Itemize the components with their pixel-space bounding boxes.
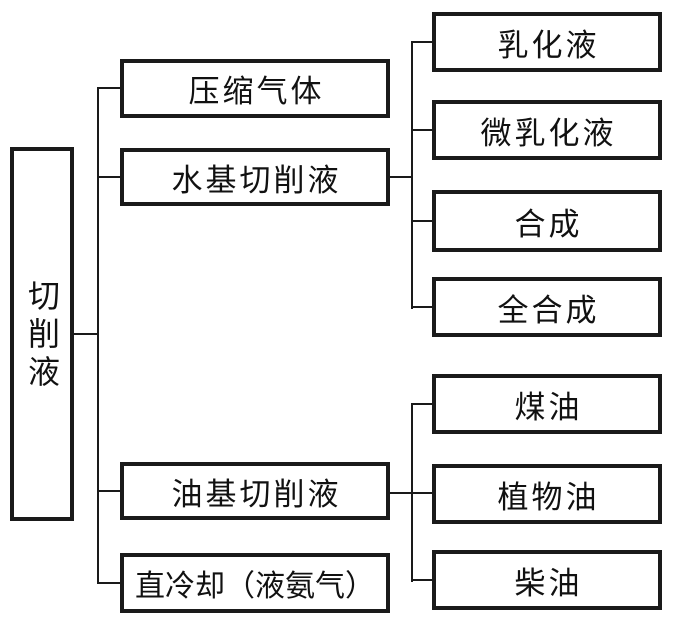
node-full-synthetic-label: 全合成 bbox=[497, 292, 600, 328]
connector-root-stub bbox=[74, 333, 97, 335]
connector-kerosene-stub bbox=[411, 403, 432, 405]
connector-compressed-gas-stub bbox=[97, 87, 120, 89]
node-emulsion: 乳化液 bbox=[432, 12, 662, 72]
connector-microemulsion-stub bbox=[411, 129, 432, 131]
node-direct-cooling-label: 直冷却（液氨气） bbox=[135, 570, 375, 603]
node-compressed-gas-label: 压缩气体 bbox=[188, 74, 325, 109]
node-cutting-fluid: 切削液 bbox=[10, 147, 74, 521]
node-diesel: 柴油 bbox=[432, 550, 662, 610]
node-oil-based-cutting-fluid: 油基切削液 bbox=[120, 462, 390, 520]
connector-water-based-stub bbox=[97, 176, 120, 178]
node-vegetable-oil: 植物油 bbox=[432, 464, 662, 524]
connector-synthetic-stub bbox=[411, 220, 432, 222]
node-water-based-label: 水基切削液 bbox=[171, 162, 342, 198]
node-synthetic: 合成 bbox=[432, 190, 662, 252]
connector-oil-parent-stub bbox=[390, 492, 432, 494]
node-cutting-fluid-label: 切削液 bbox=[24, 278, 60, 393]
node-emulsion-label: 乳化液 bbox=[497, 27, 600, 63]
connector-direct-cooling-stub bbox=[97, 582, 120, 584]
node-diesel-label: 柴油 bbox=[514, 565, 583, 601]
connector-water-parent-stub bbox=[390, 176, 411, 178]
connector-trunk-water-children bbox=[411, 42, 413, 309]
connector-diesel-stub bbox=[411, 579, 432, 581]
node-direct-cooling: 直冷却（液氨气） bbox=[120, 553, 390, 613]
node-synthetic-label: 合成 bbox=[514, 206, 583, 242]
connector-trunk-level1 bbox=[97, 88, 99, 584]
node-oil-based-label: 油基切削液 bbox=[171, 476, 342, 512]
node-full-synthetic: 全合成 bbox=[432, 277, 662, 337]
connector-full-synthetic-stub bbox=[411, 306, 432, 308]
connector-emulsion-stub bbox=[411, 41, 432, 43]
node-kerosene: 煤油 bbox=[432, 374, 662, 434]
node-kerosene-label: 煤油 bbox=[514, 389, 583, 425]
node-water-based-cutting-fluid: 水基切削液 bbox=[120, 148, 390, 206]
connector-oil-based-stub bbox=[97, 490, 120, 492]
node-micro-emulsion: 微乳化液 bbox=[432, 100, 662, 160]
node-micro-emulsion-label: 微乳化液 bbox=[480, 115, 617, 151]
node-compressed-gas: 压缩气体 bbox=[120, 59, 390, 118]
node-vegetable-oil-label: 植物油 bbox=[497, 479, 600, 515]
